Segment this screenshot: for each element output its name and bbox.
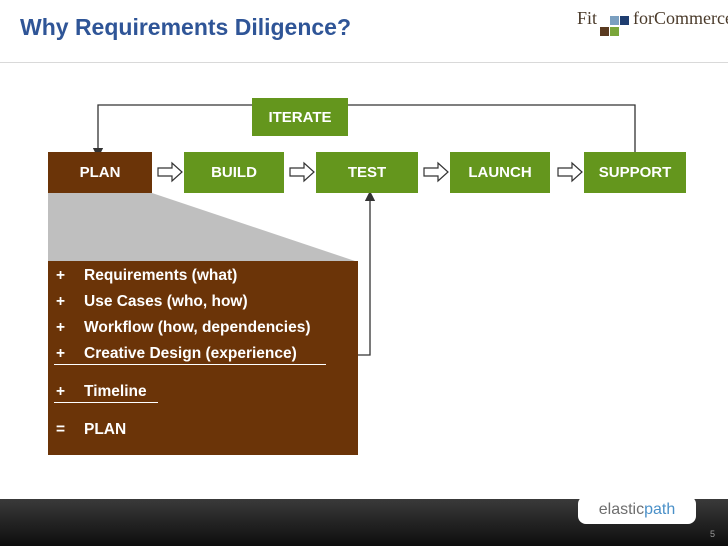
plan-item-text: Use Cases (who, how) — [84, 293, 248, 310]
logo-word-forcommerce: forCommerce — [633, 8, 728, 28]
stage-build: BUILD — [184, 152, 284, 193]
stage-plan: PLAN — [48, 152, 152, 193]
plan-item: + Requirements (what) — [48, 265, 358, 287]
plan-item-symbol: + — [56, 267, 66, 284]
page-number: 5 — [710, 529, 716, 539]
plan-item-symbol: + — [56, 345, 66, 362]
stage-support: SUPPORT — [584, 152, 686, 193]
plan-zoom-wedge — [48, 193, 358, 262]
logo-square-icon — [610, 16, 619, 25]
slide-title: Why Requirements Diligence? — [20, 14, 352, 40]
flow-arrow-icon — [289, 161, 315, 183]
title-divider — [0, 62, 728, 63]
logo-part-path: path — [644, 501, 676, 518]
plan-item-text: Requirements (what) — [84, 267, 238, 284]
plan-item-symbol: + — [56, 319, 66, 336]
iterate-loop-line — [92, 104, 636, 159]
stage-test: TEST — [316, 152, 418, 193]
flow-arrow-icon — [557, 161, 583, 183]
test-feedback-line — [358, 190, 376, 356]
plan-detail-box: + Requirements (what) + Use Cases (who, … — [48, 261, 358, 455]
plan-item-symbol: = — [56, 421, 66, 438]
logo-square-icon — [620, 16, 629, 25]
logo-square-icon — [610, 27, 619, 36]
stage-label: TEST — [347, 164, 387, 181]
flow-arrow-icon — [157, 161, 183, 183]
item-underline — [54, 402, 158, 403]
stage-label: LAUNCH — [468, 164, 532, 181]
footer-text: Requirements Diligence: The Cornerstone … — [8, 481, 464, 496]
stage-label: PLAN — [79, 164, 121, 181]
plan-item: = PLAN — [48, 419, 358, 441]
stage-label: SUPPORT — [598, 164, 672, 181]
plan-item-text: Creative Design (experience) — [84, 345, 297, 362]
plan-item-text: PLAN — [84, 421, 127, 438]
stage-launch: LAUNCH — [450, 152, 550, 193]
plan-item-symbol: + — [56, 383, 66, 400]
logo-square-icon — [600, 27, 609, 36]
item-underline — [54, 364, 326, 365]
plan-item-symbol: + — [56, 293, 66, 310]
plan-item: + Creative Design (experience) — [48, 343, 358, 365]
flow-arrow-icon — [423, 161, 449, 183]
fit-for-commerce-logo: Fit forCommerce — [577, 6, 728, 42]
iterate-box: ITERATE — [252, 98, 348, 136]
iterate-label: ITERATE — [268, 108, 332, 126]
plan-item: + Use Cases (who, how) — [48, 291, 358, 313]
plan-item: + Timeline — [48, 381, 358, 403]
logo-word-fit: Fit — [577, 8, 598, 28]
plan-item-text: Timeline — [84, 383, 147, 400]
plan-item: + Workflow (how, dependencies) — [48, 317, 358, 339]
stage-label: BUILD — [211, 164, 257, 181]
plan-item-text: Workflow (how, dependencies) — [84, 319, 311, 336]
logo-part-elastic: elastic — [598, 501, 645, 518]
